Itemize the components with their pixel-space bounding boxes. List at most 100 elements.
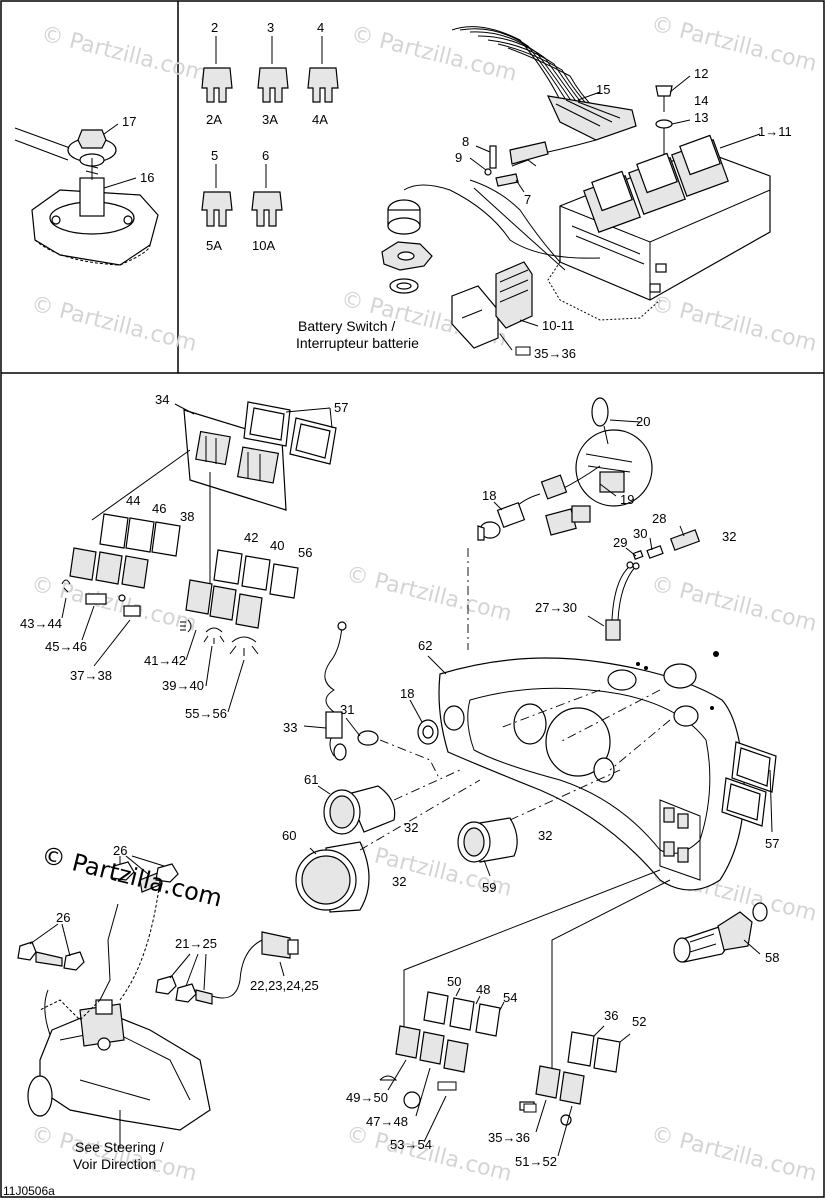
callout-35-36-top: 35→36 [534,346,576,361]
steering-sensor-assembly [17,855,299,1148]
callout-36: 36 [604,1008,618,1023]
rocker-switch-lower-right [519,1025,631,1157]
callout-29: 29 [613,535,627,550]
callout-52: 52 [632,1014,646,1029]
watermark-text: © Partzilla.com [649,1122,820,1187]
fuse-5-callout: 5 [211,148,218,163]
callout-54: 54 [503,990,517,1005]
callout-14: 14 [694,93,708,108]
callout-26-top: 26 [113,843,127,858]
callout-22-25: 22,23,24,25 [250,978,319,993]
battery-switch-assembly [381,184,601,351]
callout-37-38: 37→38 [70,668,112,683]
watermark-text: © Partzilla.com [649,12,820,77]
callout-26-left: 26 [56,910,70,925]
watermark-text: © Partzilla.com [344,562,515,627]
callout-17: 17 [122,114,136,129]
see-steering-line1: See Steering / [75,1139,164,1155]
fuse-4-rating: 4A [312,112,328,127]
callout-62: 62 [418,638,432,653]
callout-45-46: 45→46 [45,639,87,654]
callout-16: 16 [140,170,154,185]
diagram-code: 11J0506a [3,1184,55,1198]
fuse-box-assembly [469,75,771,321]
callout-61: 61 [304,772,318,787]
callout-32-b: 32 [404,820,418,835]
wiring-harness-15 [451,26,637,165]
callout-49-50: 49→50 [346,1090,388,1105]
leader-line [551,879,671,1070]
battery-icon-lower [523,1103,537,1113]
ground-stud-assembly [14,123,159,266]
callout-7: 7 [524,192,531,207]
callout-12: 12 [694,66,708,81]
callout-41-42: 41→42 [144,653,186,668]
callout-56: 56 [298,545,312,560]
callout-10-11: 10-11 [542,318,574,333]
power-outlet-58 [673,902,768,963]
fuse-group [201,36,339,227]
callout-27-30: 27→30 [535,600,577,615]
watermark-text: © Partzilla.com [29,292,200,357]
callout-55-56: 55→56 [185,706,227,721]
gauge-61 [317,769,461,835]
callout-44: 44 [126,493,140,508]
rocker-switch-left-cluster [61,449,211,667]
callout-18-bezel: 18 [400,686,414,701]
callout-13: 13 [694,110,708,125]
callout-32-c: 32 [392,874,406,889]
callout-60: 60 [282,828,296,843]
fuse-4-callout: 4 [317,20,324,35]
callout-40: 40 [270,538,284,553]
callout-57-top: 57 [334,400,348,415]
gauge-60 [295,779,481,913]
callout-39-40: 39→40 [162,678,204,693]
callout-53-54: 53→54 [390,1137,432,1152]
battery-switch-label-line2: Interrupteur batterie [296,335,419,351]
rocker-switch-lower-middle [379,987,505,1143]
gauge-59 [457,769,621,877]
dash-panel-62 [427,655,745,891]
see-steering-line2: Voir Direction [73,1156,156,1172]
fuse-3-callout: 3 [267,20,274,35]
rocker-switch-right-cluster [180,549,299,713]
callout-31: 31 [340,702,354,717]
callout-42: 42 [244,530,258,545]
small-terminals-7-8-9 [469,145,537,193]
fuse-2-callout: 2 [211,20,218,35]
partzilla-logo-text: © Partzilla.com [39,841,225,913]
label-decals-57-right [721,741,777,833]
fuse-6-rating: 10A [252,238,275,253]
battery-icon [515,346,531,356]
watermark-text: © Partzilla.com [649,572,820,637]
fuse-2-rating: 2A [206,112,222,127]
indicator-lights [499,651,719,771]
watermark-text: © Partzilla.com [39,22,210,87]
callout-20: 20 [636,414,650,429]
callout-43-44: 43→44 [20,616,62,631]
callout-32-a: 32 [722,529,736,544]
callout-58: 58 [765,950,779,965]
watermark-text: © Partzilla.com [649,292,820,357]
callout-46: 46 [152,501,166,516]
callout-19: 19 [620,492,634,507]
callout-9: 9 [455,150,462,165]
callout-28: 28 [652,511,666,526]
callout-21-25: 21→25 [175,936,217,951]
callout-38: 38 [180,509,194,524]
callout-59: 59 [482,880,496,895]
callout-51-52: 51→52 [515,1154,557,1169]
callout-33: 33 [283,720,297,735]
callout-32-d: 32 [538,828,552,843]
connector-28-30 [587,525,701,641]
callout-50: 50 [447,974,461,989]
battery-switch-label-line1: Battery Switch / [298,318,395,334]
callout-15: 15 [596,82,610,97]
label-decals-57-top [243,401,337,465]
accessory-cable-33 [303,621,441,781]
watermark-text: © Partzilla.com [349,22,520,87]
callout-30: 30 [633,526,647,541]
ignition-switch-assembly [477,397,653,541]
